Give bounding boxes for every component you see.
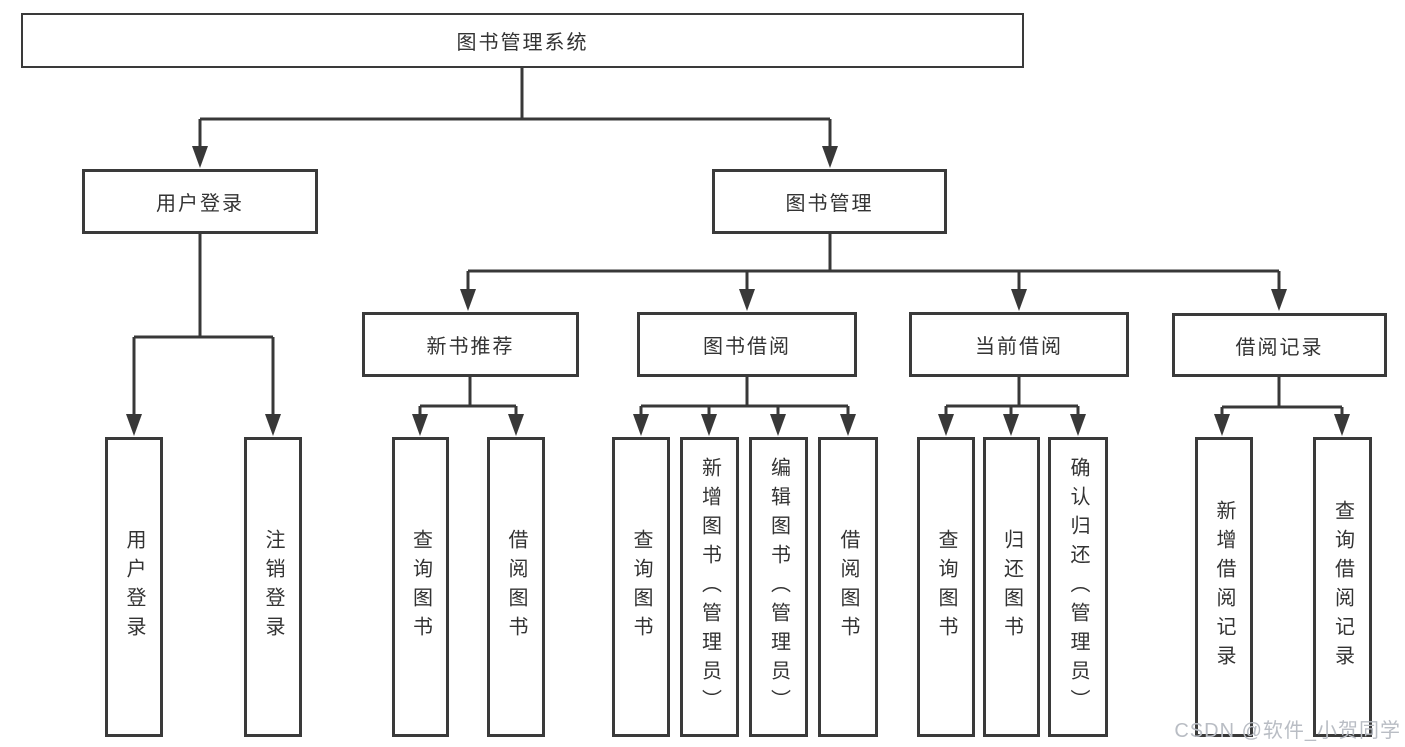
leaf-edit-books-admin: 编辑图书（管理员） [749,437,808,737]
node-label: 编辑图书（管理员） [767,456,790,718]
node-label: 查询借阅记录 [1331,500,1354,674]
node-label: 图书借阅 [703,336,791,358]
node-label: 查询图书 [409,529,432,645]
leaf-confirm-return-admin: 确认归还（管理员） [1048,437,1108,737]
leaf-user-login: 用户登录 [105,437,163,737]
node-label: 确认归还（管理员） [1067,456,1089,718]
node-label: 图书管理系统 [456,32,589,54]
leaf-query-books-recommend: 查询图书 [392,437,449,737]
leaf-query-books-borrowing: 查询图书 [612,437,670,737]
node-label: 新增图书（管理员） [698,456,721,718]
node-label: 查询图书 [935,529,957,645]
node-label: 注销登录 [262,529,284,645]
node-user-login-branch: 用户登录 [82,169,318,234]
node-label: 借阅记录 [1235,336,1324,359]
node-new-book-recommend: 新书推荐 [362,312,579,377]
node-label: 借阅图书 [837,529,859,645]
leaf-query-books-current: 查询图书 [917,437,975,737]
csdn-watermark: CSDN @软件_小贺同学 [1174,720,1401,742]
leaf-borrow-books: 借阅图书 [818,437,878,737]
node-book-borrowing: 图书借阅 [637,312,857,377]
node-root-library-management-system: 图书管理系统 [21,13,1024,68]
leaf-logout: 注销登录 [244,437,302,737]
node-borrowing-records: 借阅记录 [1172,313,1387,377]
node-label: 新增借阅记录 [1213,500,1235,674]
node-label: 图书管理 [785,193,874,215]
node-label: 借阅图书 [505,529,527,645]
leaf-query-borrow-record: 查询借阅记录 [1313,437,1372,737]
node-label: 用户登录 [156,193,244,215]
node-label: 用户登录 [123,529,145,645]
leaf-add-books-admin: 新增图书（管理员） [680,437,739,737]
leaf-add-borrow-record: 新增借阅记录 [1195,437,1253,737]
node-current-borrowing: 当前借阅 [909,312,1129,377]
leaf-borrow-books-recommend: 借阅图书 [487,437,545,737]
node-label: 归还图书 [1000,529,1023,645]
node-book-management-branch: 图书管理 [712,169,947,234]
node-label: 新书推荐 [426,336,515,358]
node-label: 查询图书 [630,529,652,645]
node-label: 当前借阅 [975,336,1063,358]
leaf-return-books: 归还图书 [983,437,1040,737]
